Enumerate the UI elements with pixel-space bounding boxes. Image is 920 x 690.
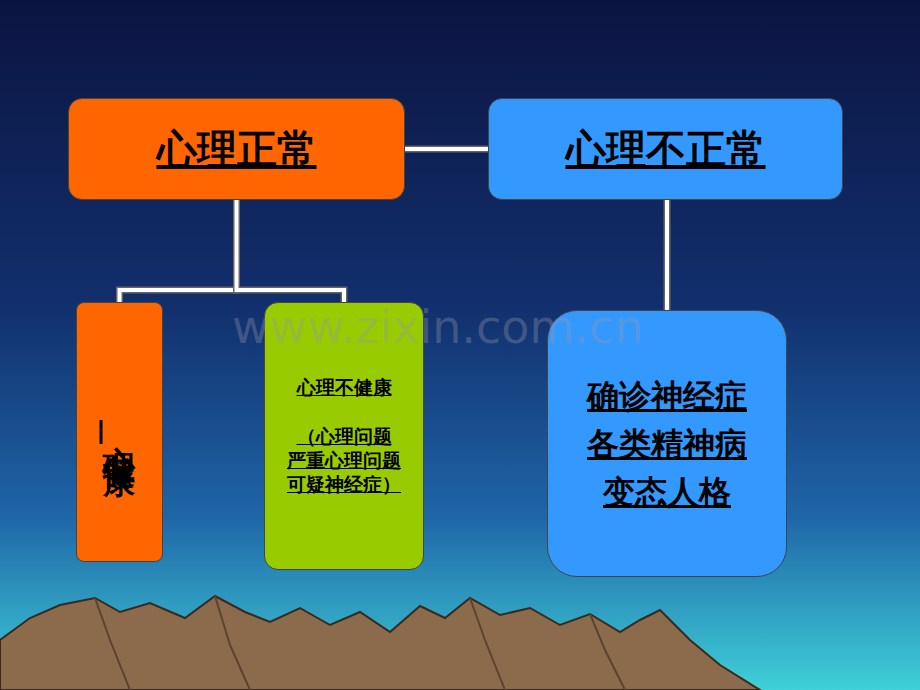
node-text: 变态人格 [603,472,731,512]
connector [237,200,345,302]
node-title: 心理健康 [100,420,140,444]
subcategory-box: 心理健康 [76,302,163,562]
mountain-shading [590,614,625,690]
connector-outline [405,146,488,153]
mountain-shading [470,598,505,690]
node-title: 确诊神经症 [587,376,747,416]
mountain-shading [215,596,250,690]
mountain-range [0,596,760,690]
category-box: 心理不正常 [488,98,843,200]
connector-line [237,200,345,302]
node-title: 心理正常 [157,124,317,174]
connector-line [665,200,669,310]
node-title: 心理不正常 [566,124,766,174]
category-box: 心理正常 [68,98,405,200]
node-text: （心理问题 严重心理问题 可疑神经症） [269,425,419,496]
connector-line [120,200,237,302]
node-text: 各类精神病 [587,424,747,464]
watermark: www.zixin.com.cn [232,300,643,354]
connector [667,200,668,310]
connector [405,149,488,150]
connector-outline [120,200,237,302]
connector-line [405,147,488,151]
connector [120,200,237,302]
mountain-shading [95,598,130,690]
connector-outline [664,200,671,310]
node-title: 心理不健康 [297,376,392,400]
connector-outline [237,200,345,302]
